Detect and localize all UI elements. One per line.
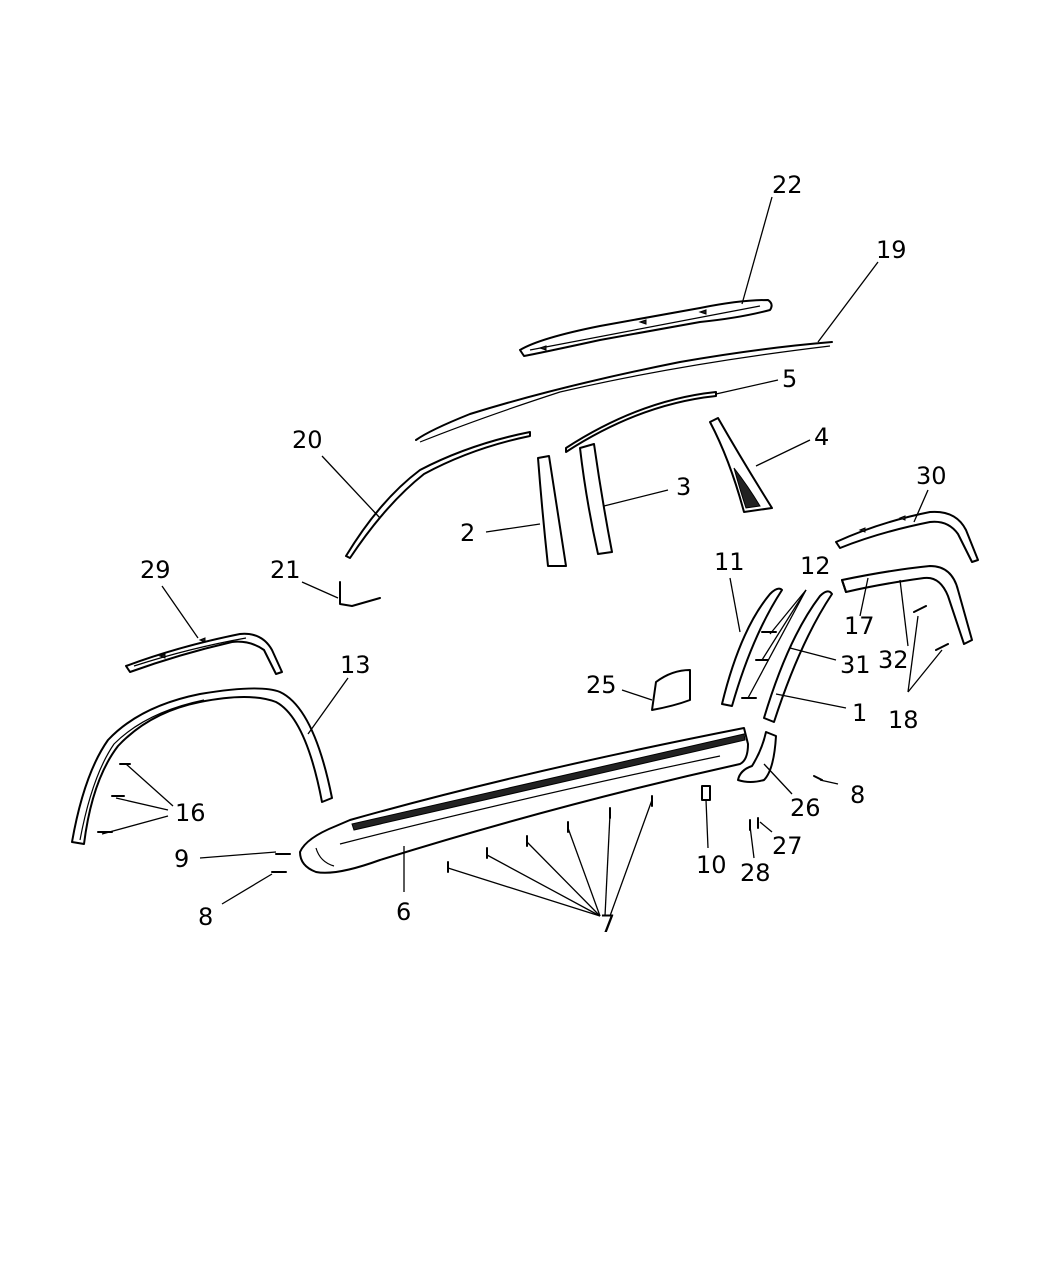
callout-12: 12 — [800, 552, 831, 580]
part-27-28-fasteners — [749, 817, 759, 831]
callout-25: 25 — [586, 671, 617, 699]
callout-21: 21 — [270, 556, 301, 584]
callout-6: 6 — [396, 898, 411, 926]
callouts: 22 19 5 4 3 2 20 21 29 13 16 9 8 6 7 10 … — [140, 171, 947, 938]
callout-9: 9 — [174, 845, 189, 873]
part-6-rocker-panel — [299, 727, 749, 874]
part-22-roof-rail — [519, 299, 773, 357]
part-19-roof-molding — [415, 341, 833, 441]
callout-3: 3 — [676, 473, 691, 501]
part-29-fender-trim — [125, 632, 283, 675]
callout-10: 10 — [696, 851, 727, 879]
leader-lines — [101, 196, 943, 917]
callout-31: 31 — [840, 651, 871, 679]
part-2-applique — [537, 455, 567, 567]
part-4-applique — [709, 417, 773, 513]
part-25-fuel-door — [651, 669, 691, 711]
part-5-molding — [565, 391, 717, 453]
callout-13: 13 — [340, 651, 371, 679]
callout-30: 30 — [916, 462, 947, 490]
part-8-fastener-rear — [813, 775, 823, 781]
callout-8-front: 8 — [198, 903, 213, 931]
part-3-applique — [579, 443, 613, 555]
callout-16: 16 — [175, 799, 206, 827]
callout-27: 27 — [772, 832, 803, 860]
part-4-shade — [733, 467, 761, 509]
callout-18: 18 — [888, 706, 919, 734]
part-17-32-rear-flare — [841, 565, 973, 645]
callout-2: 2 — [460, 519, 475, 547]
part-11-molding — [721, 587, 783, 707]
callout-19: 19 — [876, 236, 907, 264]
part-7-fasteners — [447, 795, 653, 873]
part-18-clips — [913, 605, 949, 651]
part-21-seal — [339, 581, 381, 607]
callout-29: 29 — [140, 556, 171, 584]
part-16-clips — [97, 763, 131, 833]
part-31-molding — [763, 590, 833, 723]
callout-11: 11 — [714, 548, 745, 576]
callout-8-rear: 8 — [850, 781, 865, 809]
callout-7: 7 — [600, 910, 615, 938]
part-26-splash-guard — [737, 731, 777, 783]
part-30-quarter-trim — [835, 510, 979, 563]
callout-22: 22 — [772, 171, 803, 199]
callout-1: 1 — [852, 699, 867, 727]
part-13-wheel-flare — [71, 687, 333, 845]
callout-20: 20 — [292, 426, 323, 454]
part-10-clip — [701, 785, 711, 801]
part-20-a-pillar-molding — [345, 431, 531, 559]
callout-28: 28 — [740, 859, 771, 887]
callout-4: 4 — [814, 423, 829, 451]
callout-5: 5 — [782, 365, 797, 393]
callout-32: 32 — [878, 646, 909, 674]
callout-17: 17 — [844, 612, 875, 640]
callout-26: 26 — [790, 794, 821, 822]
